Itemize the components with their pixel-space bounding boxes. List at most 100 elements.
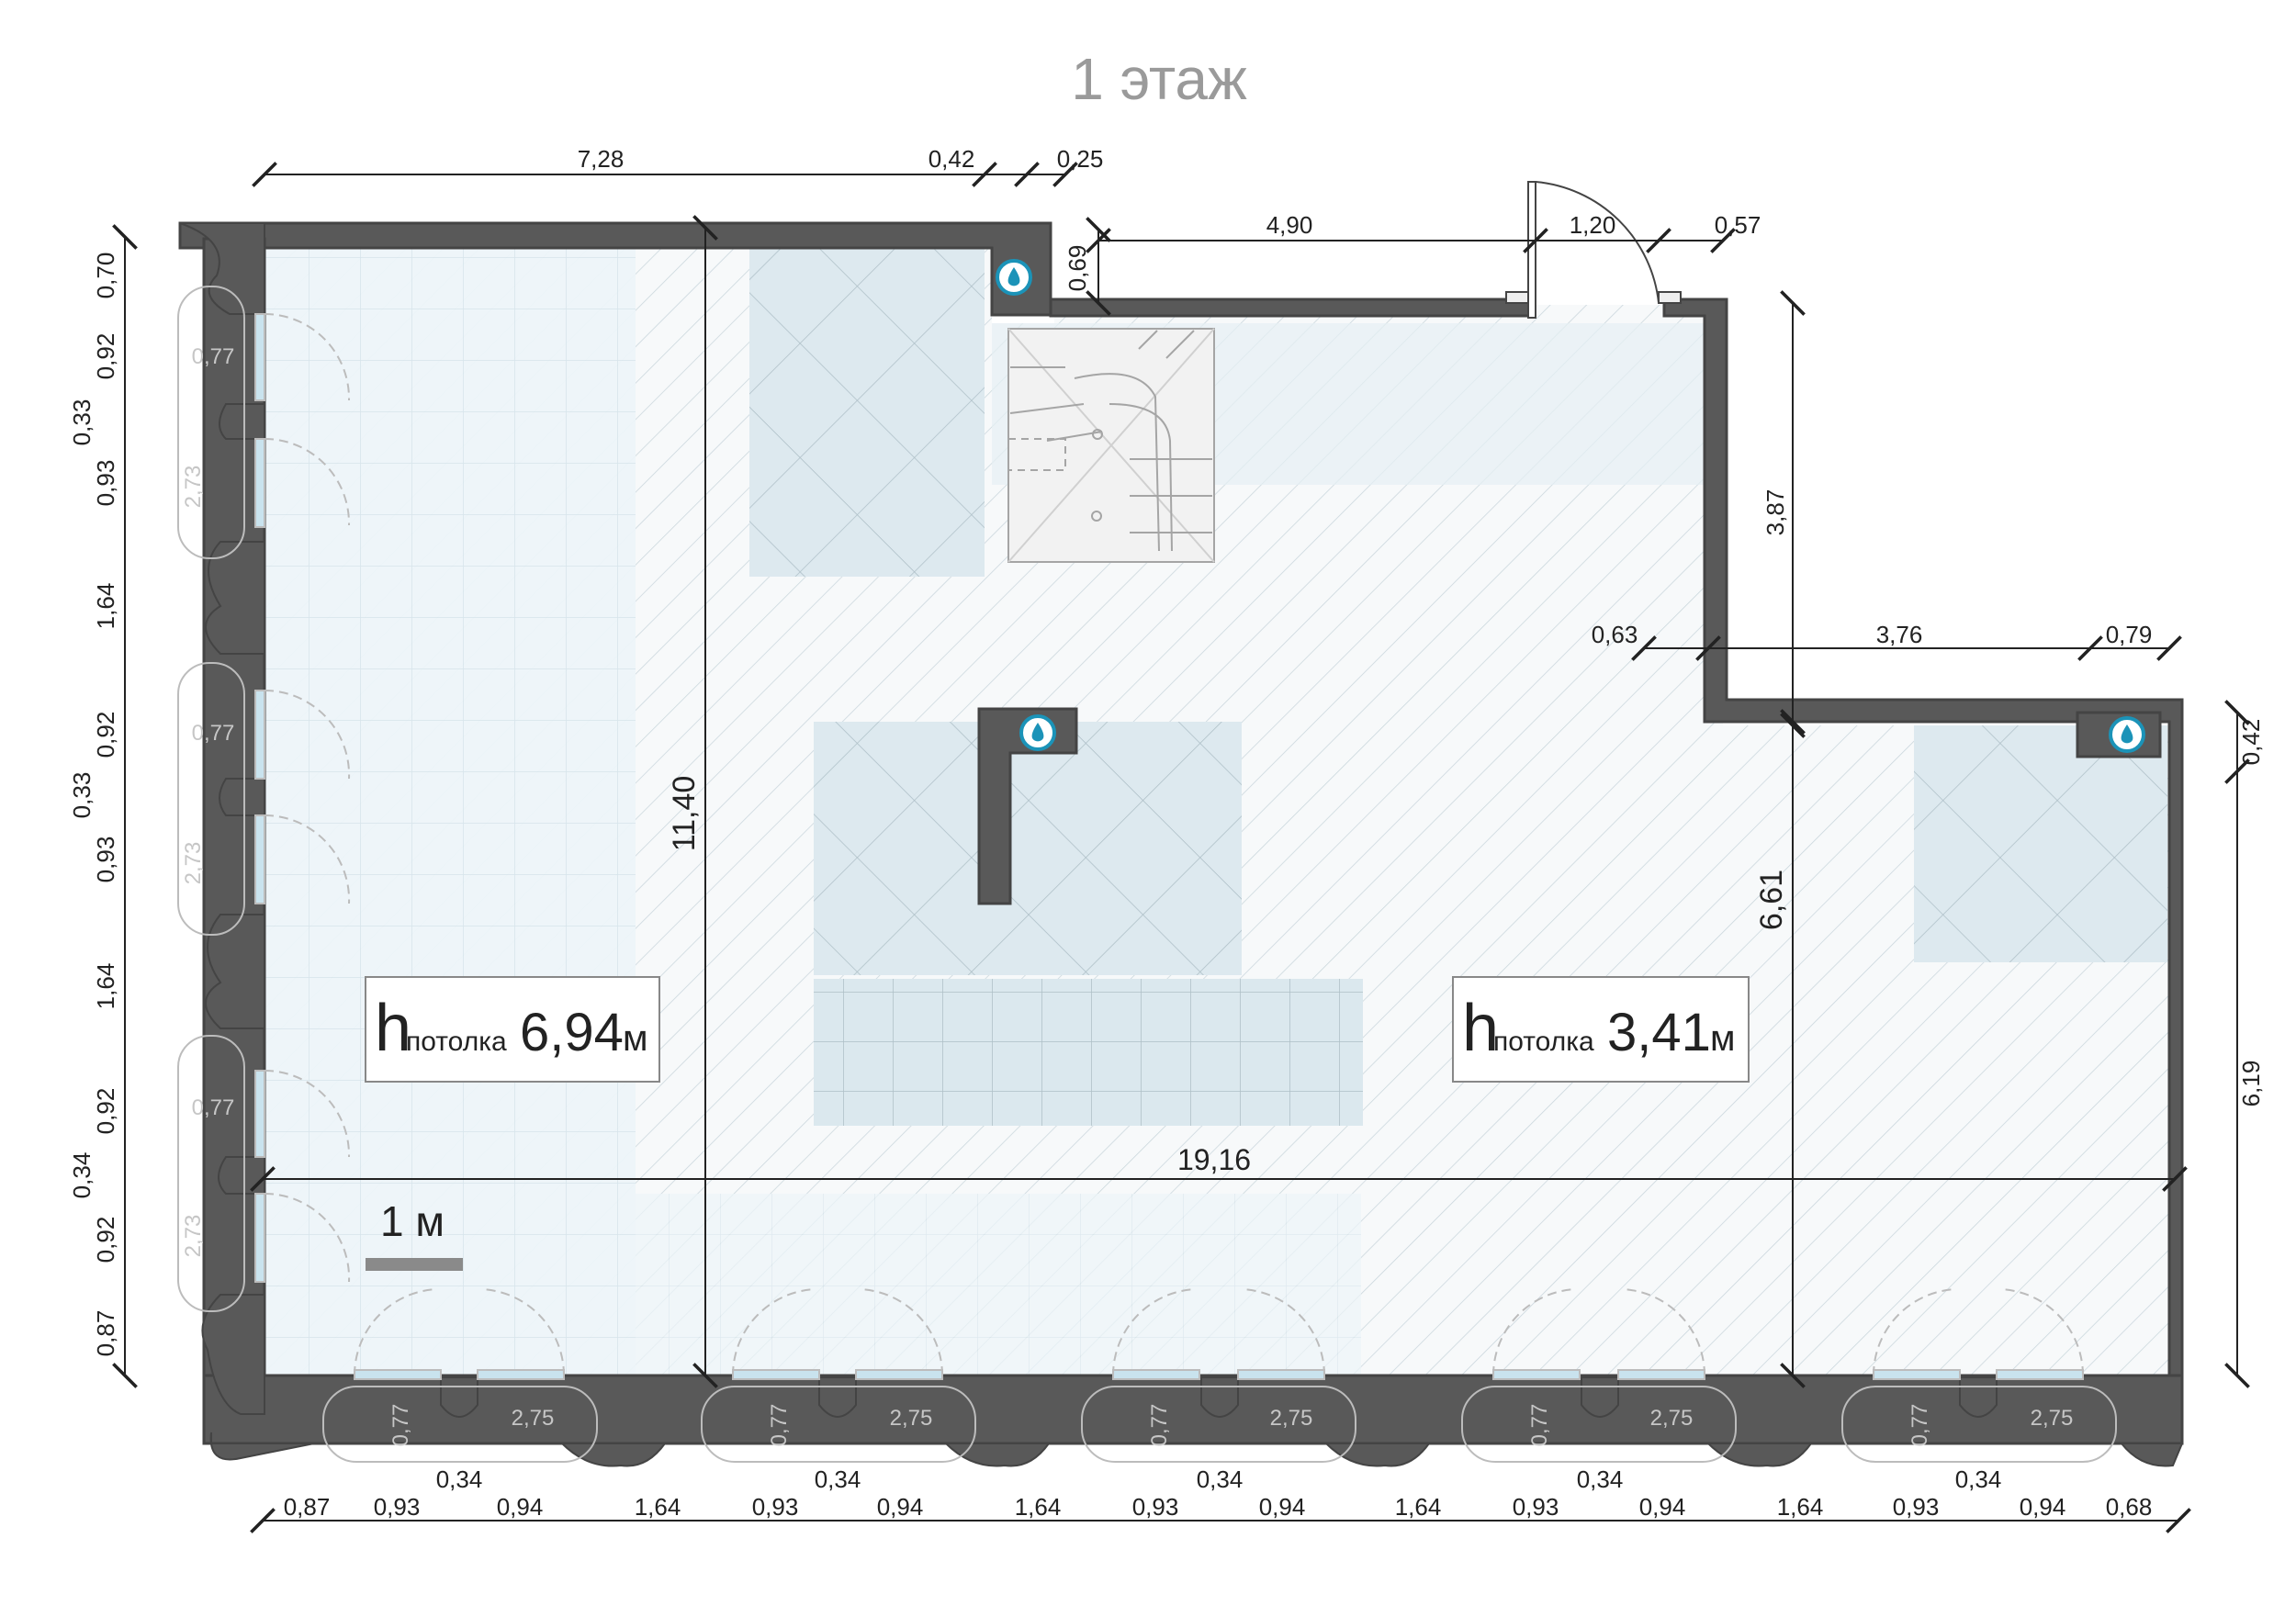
- dim-inner-1: 11,40: [667, 776, 702, 852]
- svg-text:потолка: потолка: [1493, 1027, 1594, 1057]
- dim-top-3: 0,25: [1057, 145, 1104, 173]
- left-windows: [177, 286, 351, 1312]
- svg-text:0,94: 0,94: [1639, 1493, 1686, 1521]
- left-facade: [179, 222, 265, 1415]
- dimension-labels: 7,28 0,42 0,25 0,69 4,90 1,20 0,57 3,87 …: [578, 145, 2265, 1176]
- svg-text:2,73: 2,73: [181, 842, 206, 885]
- dim-inner-2: 6,61: [1754, 870, 1789, 930]
- diamond-tile-zone-1: [749, 248, 985, 577]
- water-riser-3: [2109, 716, 2145, 753]
- svg-text:0,34: 0,34: [1955, 1465, 2002, 1493]
- dim-right-1: 0,42: [2237, 719, 2265, 766]
- water-riser-1: [996, 259, 1032, 296]
- dim-top-right-2: 4,90: [1266, 211, 1313, 239]
- dim-left-12: 0,92: [92, 1217, 119, 1263]
- water-riser-2: [1019, 714, 1056, 751]
- dim-top-right-4: 0,57: [1715, 211, 1761, 239]
- dim-top-right-3: 1,20: [1570, 211, 1616, 239]
- svg-text:1,64: 1,64: [635, 1493, 681, 1521]
- svg-text:1,64: 1,64: [1777, 1493, 1824, 1521]
- bottom-dimension-labels: 0,87 0,93 0,34 0,94 1,64 0,93 0,34 0,94 …: [284, 1465, 2153, 1521]
- svg-text:1,64: 1,64: [1015, 1493, 1062, 1521]
- entrance-door: [1505, 181, 1682, 319]
- svg-text:0,77: 0,77: [192, 1095, 235, 1120]
- svg-text:2,75: 2,75: [1270, 1406, 1313, 1431]
- bottom-windows: [322, 1288, 2117, 1463]
- svg-text:0,34: 0,34: [1577, 1465, 1624, 1493]
- svg-text:м: м: [1710, 1018, 1736, 1059]
- svg-text:0,77: 0,77: [767, 1404, 792, 1447]
- diamond-tile-zone-2: [814, 722, 1242, 975]
- svg-text:3,41: 3,41: [1607, 1003, 1711, 1062]
- svg-text:0,77: 0,77: [1527, 1404, 1552, 1447]
- dim-right-2: 6,19: [2237, 1061, 2265, 1107]
- svg-text:0,93: 0,93: [1893, 1493, 1940, 1521]
- svg-text:2,75: 2,75: [1650, 1406, 1694, 1431]
- square-tile-zone: [814, 979, 1363, 1126]
- dim-left-10: 0,92: [92, 1088, 119, 1135]
- svg-text:0,93: 0,93: [1132, 1493, 1179, 1521]
- top-wall-right: [1049, 298, 1534, 318]
- inner-column: [977, 707, 1078, 905]
- dim-top-1: 7,28: [578, 145, 625, 173]
- dim-left-11: 0,34: [68, 1152, 96, 1199]
- plan-title: 1 этаж: [1071, 46, 1247, 112]
- dim-left-13: 0,87: [92, 1310, 119, 1357]
- svg-text:потолка: потолка: [406, 1027, 507, 1057]
- scale-bar: 1 м: [366, 1197, 463, 1271]
- svg-text:0,87: 0,87: [284, 1493, 331, 1521]
- svg-text:h: h: [375, 992, 411, 1065]
- svg-text:0,94: 0,94: [877, 1493, 924, 1521]
- dim-mid-right-3: 3,76: [1876, 621, 1923, 648]
- svg-text:0,77: 0,77: [192, 344, 235, 369]
- svg-text:0,68: 0,68: [2106, 1493, 2153, 1521]
- svg-text:1,64: 1,64: [1395, 1493, 1442, 1521]
- dim-left-6: 0,92: [92, 712, 119, 758]
- dim-left-8: 0,93: [92, 837, 119, 883]
- svg-text:0,94: 0,94: [1259, 1493, 1306, 1521]
- svg-text:0,77: 0,77: [1908, 1404, 1932, 1447]
- dim-left-7: 0,33: [68, 772, 96, 819]
- left-dimension-labels: 0,70 0,92 0,33 0,93 1,64 0,92 0,33 0,93 …: [68, 253, 119, 1357]
- top-wall-left: [178, 221, 1052, 317]
- dim-left-5: 1,64: [92, 583, 119, 630]
- svg-text:2,73: 2,73: [181, 1215, 206, 1258]
- svg-text:0,77: 0,77: [192, 721, 235, 746]
- ceiling-height-right: h потолка 3,41 м: [1452, 976, 1750, 1083]
- svg-text:0,94: 0,94: [497, 1493, 544, 1521]
- dim-mid-right-1: 3,87: [1761, 489, 1789, 536]
- dim-inner-3: 19,16: [1177, 1143, 1251, 1176]
- svg-text:2,75: 2,75: [512, 1406, 555, 1431]
- floor-area: [264, 248, 2178, 1376]
- dim-left-4: 0,93: [92, 460, 119, 507]
- svg-text:0,93: 0,93: [374, 1493, 421, 1521]
- svg-text:h: h: [1462, 992, 1499, 1065]
- svg-text:0,93: 0,93: [1513, 1493, 1559, 1521]
- svg-text:2,73: 2,73: [181, 466, 206, 509]
- svg-text:2,75: 2,75: [890, 1406, 933, 1431]
- svg-text:0,34: 0,34: [815, 1465, 861, 1493]
- ceiling-height-left: h потолка 6,94 м: [365, 976, 660, 1083]
- svg-text:2,75: 2,75: [2031, 1406, 2074, 1431]
- window-size-labels: 0,77 2,73 0,77 2,73 0,77 2,73 0,77 2,75 …: [181, 344, 2073, 1446]
- staircase: [1007, 328, 1215, 563]
- dim-top-2: 0,42: [929, 145, 975, 173]
- dim-left-9: 1,64: [92, 963, 119, 1010]
- svg-text:0,77: 0,77: [388, 1404, 413, 1447]
- svg-text:0,94: 0,94: [2020, 1493, 2066, 1521]
- svg-text:0,77: 0,77: [1147, 1404, 1172, 1447]
- dim-left-1: 0,70: [92, 253, 119, 299]
- svg-text:0,34: 0,34: [436, 1465, 483, 1493]
- svg-text:м: м: [623, 1018, 648, 1059]
- dim-left-3: 0,33: [68, 399, 96, 446]
- svg-text:0,34: 0,34: [1197, 1465, 1244, 1493]
- svg-text:6,94: 6,94: [520, 1003, 624, 1062]
- dim-mid-right-2: 0,63: [1592, 621, 1638, 648]
- diamond-tile-zone-3: [1914, 725, 2167, 962]
- svg-text:1 м: 1 м: [380, 1197, 445, 1245]
- svg-text:0,93: 0,93: [752, 1493, 799, 1521]
- dim-top-right-1: 0,69: [1064, 245, 1091, 292]
- dimension-lines: [112, 174, 2237, 1533]
- bottom-facade: [209, 1376, 2184, 1467]
